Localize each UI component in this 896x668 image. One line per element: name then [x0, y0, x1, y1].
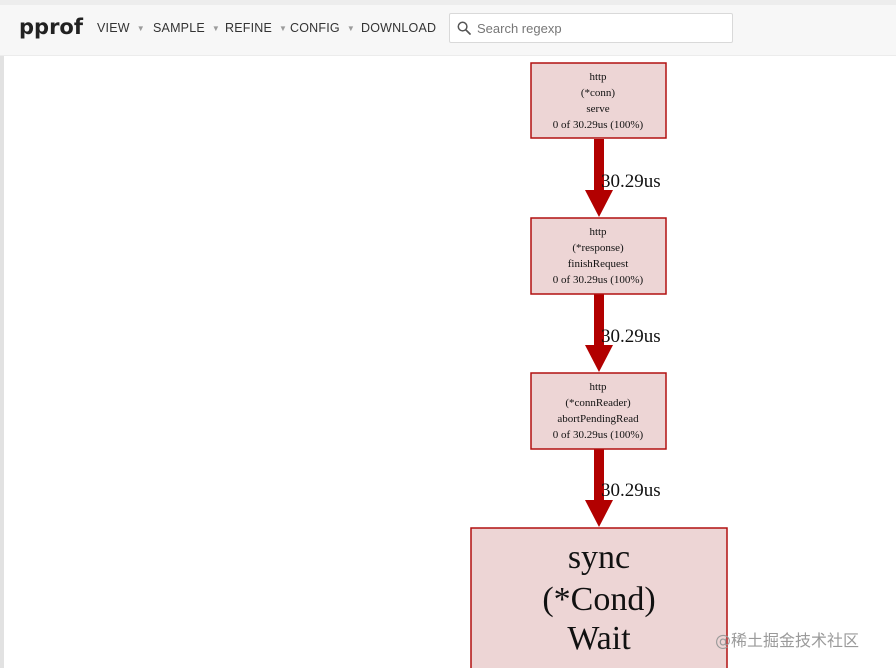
search-icon — [457, 21, 471, 35]
menu-config[interactable]: CONFIG ▼ — [290, 21, 355, 35]
toolbar: pprof VIEW ▼ SAMPLE ▼ REFINE ▼ CONFIG ▼ … — [0, 0, 896, 56]
chevron-down-icon: ▼ — [211, 23, 221, 33]
node-receiver: (*response) — [572, 242, 624, 254]
node-package: sync — [568, 539, 630, 576]
graph-edge[interactable]: 30.29us — [585, 449, 661, 527]
node-function: serve — [586, 103, 609, 115]
menu-view-label: VIEW — [97, 21, 130, 35]
edge-label: 30.29us — [601, 326, 661, 347]
search-box[interactable] — [449, 13, 733, 43]
menu-refine[interactable]: REFINE ▼ — [225, 21, 287, 35]
node-stats: 0 of 30.29us (100%) — [553, 274, 644, 286]
menu-download[interactable]: DOWNLOAD — [361, 21, 436, 35]
toolbar-top-border — [0, 0, 896, 5]
menu-download-label: DOWNLOAD — [361, 21, 437, 35]
menu-sample[interactable]: SAMPLE ▼ — [153, 21, 220, 35]
menu-config-label: CONFIG — [290, 21, 340, 35]
graph-edge[interactable]: 30.29us — [585, 294, 661, 372]
edge-label: 30.29us — [601, 171, 661, 192]
menu-sample-label: SAMPLE — [153, 21, 205, 35]
node-receiver: (*connReader) — [565, 397, 631, 409]
graph-node-connReader-abortPendingRead[interactable]: http (*connReader) abortPendingRead 0 of… — [530, 372, 667, 450]
watermark: @稀土掘金技术社区 — [715, 631, 860, 650]
node-receiver: (*Cond) — [542, 581, 655, 618]
node-function: abortPendingRead — [557, 413, 639, 425]
chevron-down-icon: ▼ — [279, 23, 288, 33]
node-package: http — [589, 381, 607, 393]
graph-node-response-finishRequest[interactable]: http (*response) finishRequest 0 of 30.2… — [530, 217, 667, 295]
left-edge — [0, 56, 4, 668]
node-receiver: (*conn) — [581, 87, 616, 99]
node-function: Wait — [567, 620, 631, 657]
chevron-down-icon: ▼ — [136, 23, 145, 33]
graph-node-conn-serve[interactable]: http (*conn) serve 0 of 30.29us (100%) — [530, 62, 667, 139]
node-function: finishRequest — [568, 258, 629, 270]
graph-edge[interactable]: 30.29us — [585, 139, 661, 217]
app-logo[interactable]: pprof — [19, 15, 83, 39]
node-stats: 0 of 30.29us (100%) — [553, 429, 644, 441]
node-package: http — [589, 226, 607, 238]
node-stats: 0 of 30.29us (100%) — [553, 119, 644, 131]
chevron-down-icon: ▼ — [346, 23, 355, 33]
menu-refine-label: REFINE — [225, 21, 273, 35]
node-package: http — [589, 71, 607, 83]
search-input[interactable] — [475, 19, 719, 37]
menu-view[interactable]: VIEW ▼ — [97, 21, 145, 35]
graph-node-cond-wait[interactable]: sync (*Cond) Wait — [470, 527, 728, 668]
edge-label: 30.29us — [601, 480, 661, 501]
